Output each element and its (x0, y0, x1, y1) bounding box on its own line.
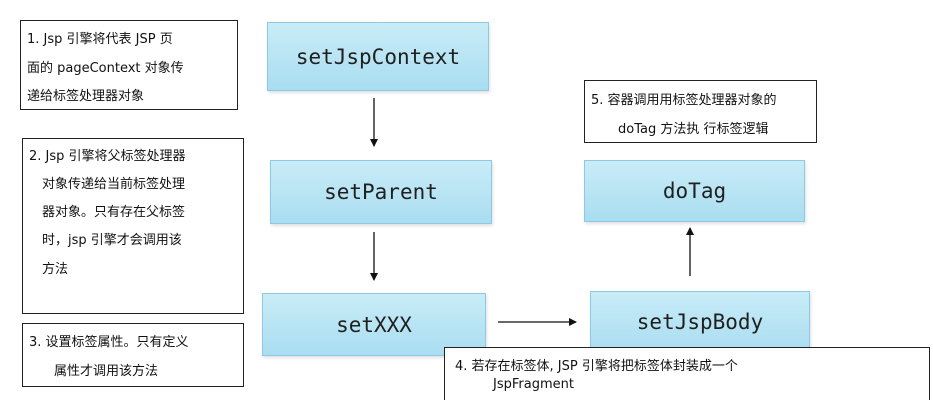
note-step-2-line: 时，jsp 引擎才会调用该 (42, 233, 182, 248)
note-step-2-line: 对象传递给当前标签处理 (42, 177, 186, 192)
note-step-1: 1. Jsp 引擎将代表 JSP 页 面的 pageContext 对象传 递给… (20, 20, 238, 110)
note-step-4-line: JspFragment (493, 377, 574, 392)
step-set-xxx: setXXX (262, 293, 486, 356)
note-step-2-line: 器对象。只有存在父标签 (42, 205, 186, 220)
step-set-parent: setParent (270, 160, 492, 224)
note-step-2-line: 2. Jsp 引擎将父标签处理器 (29, 149, 186, 164)
note-step-5-line: 5. 容器调用用标签处理器对象的 (591, 93, 777, 108)
step-do-tag: doTag (584, 160, 805, 222)
note-step-2-line: 方法 (42, 262, 69, 277)
note-step-1-line: 递给标签处理器对象 (27, 89, 145, 104)
note-step-4-line: 4. 若存在标签体, JSP 引擎将把标签体封装成一个 (455, 359, 738, 374)
note-step-5: 5. 容器调用用标签处理器对象的 doTag 方法执 行标签逻辑 (584, 80, 817, 143)
note-step-3-line: 属性才调用该方法 (54, 364, 159, 379)
note-step-4: 4. 若存在标签体, JSP 引擎将把标签体封装成一个 JspFragment (444, 347, 930, 400)
note-step-5-line: doTag 方法执 行标签逻辑 (618, 122, 769, 137)
note-step-3-line: 3. 设置标签属性。只有定义 (29, 335, 189, 350)
note-step-1-line: 面的 pageContext 对象传 (27, 61, 184, 76)
step-set-jsp-context: setJspContext (267, 22, 489, 91)
step-set-jsp-body: setJspBody (590, 291, 810, 353)
note-step-1-line: 1. Jsp 引擎将代表 JSP 页 (27, 32, 173, 47)
note-step-2: 2. Jsp 引擎将父标签处理器 对象传递给当前标签处理 器对象。只有存在父标签… (22, 138, 244, 314)
note-step-3: 3. 设置标签属性。只有定义 属性才调用该方法 (22, 323, 244, 387)
